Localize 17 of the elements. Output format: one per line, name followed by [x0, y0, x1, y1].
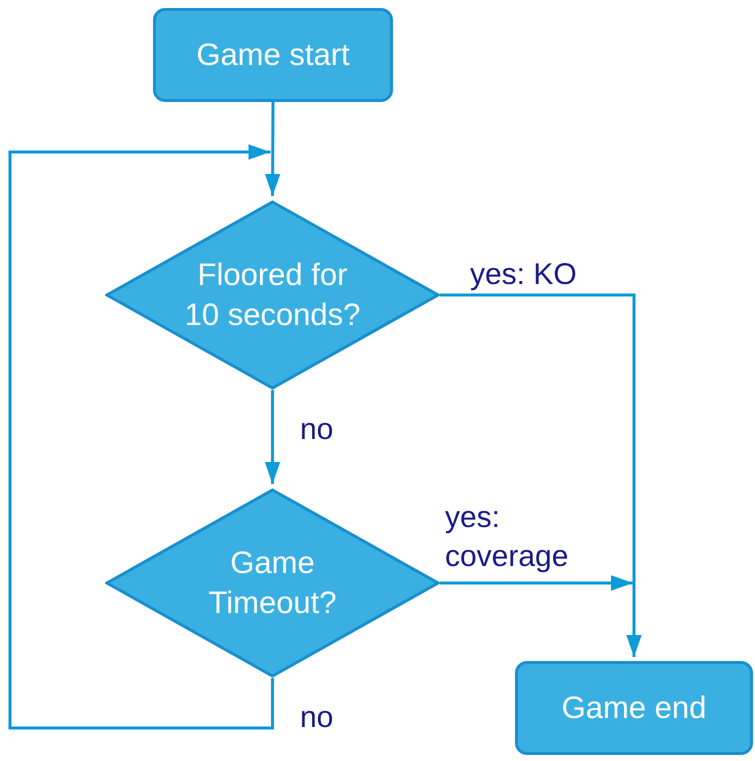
- edge-label: yes: coverage: [445, 500, 570, 575]
- arrow: [264, 390, 280, 484]
- decision-diamond: [105, 488, 440, 678]
- arrow: [440, 294, 642, 657]
- arrow: [8, 144, 274, 730]
- decision-diamond: [105, 200, 440, 390]
- edge-label: no: [300, 412, 334, 448]
- edge-label: no: [300, 700, 334, 736]
- node-text: Floored for 10 seconds?: [184, 256, 362, 334]
- edge-label: yes: KO: [470, 257, 577, 293]
- node-text: Game end: [562, 688, 706, 727]
- node-text: Game Timeout?: [207, 544, 338, 622]
- process-box: [515, 661, 753, 755]
- arrow: [264, 102, 280, 196]
- arrow: [440, 575, 633, 591]
- node-text: Game start: [196, 36, 350, 74]
- process-box: [153, 8, 393, 102]
